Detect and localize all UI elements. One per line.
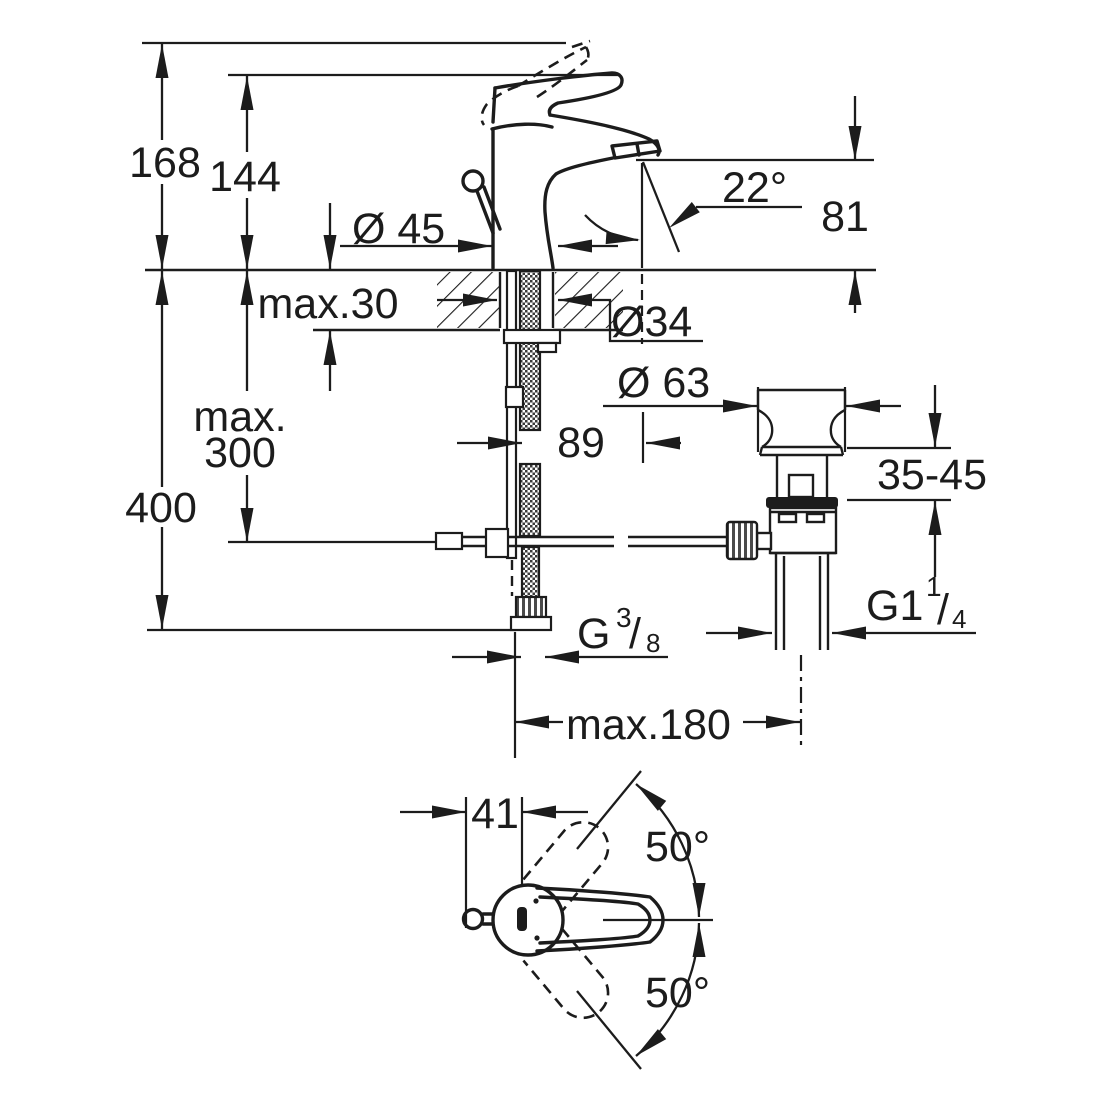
faucet-side-view [461, 39, 662, 270]
handle-swivel-up-phantom [522, 820, 610, 913]
swivel-down-extension [576, 990, 642, 1070]
dim-label-89: 89 [557, 419, 605, 467]
dim-label-max30: max.30 [257, 280, 398, 328]
dim-label-g114: G1 1 / 4 [866, 571, 966, 634]
popup-knob-top-view [461, 907, 485, 931]
g38-prefix: G [577, 610, 610, 658]
detail-dot-upper [533, 898, 539, 904]
dim-label-144: 144 [209, 153, 281, 201]
aerator [610, 139, 662, 160]
aerator-divider [635, 142, 641, 157]
dim-label-d63: Ø 63 [617, 359, 710, 407]
supply-hose [520, 545, 541, 599]
waste-seal [766, 497, 838, 508]
popup-knob [461, 169, 485, 193]
waste-body [725, 506, 838, 650]
rod-clamp [504, 385, 525, 409]
dim-label-d34: Ø34 [611, 298, 692, 346]
detail-dot-lower [534, 935, 540, 941]
dim-label-35-45: 35-45 [877, 451, 987, 499]
body-circle [491, 883, 565, 957]
g114-slash: / [937, 586, 949, 634]
dim-label-168: 168 [129, 139, 201, 187]
dim-label-400: 400 [125, 484, 197, 532]
swivel-up-extension [576, 770, 642, 850]
linkage-clevis [484, 527, 510, 559]
faucet-body-outline [461, 71, 662, 270]
dim-label-g38: G 3 / 8 [577, 602, 660, 658]
waste-assembly [725, 388, 847, 650]
popup-rod-upper-a [475, 189, 495, 235]
body-top [490, 122, 554, 131]
horizontal-linkage [434, 527, 727, 559]
dim-label-max: max. [193, 393, 286, 441]
ball-rod-nut [725, 520, 759, 561]
g38-numerator: 3 [616, 602, 632, 633]
g38-slash: / [629, 610, 641, 658]
dimension-labels: 168 144 Ø 45 22° 81 max.30 Ø34 max. 300 … [125, 139, 987, 1017]
mounting-washer [502, 328, 562, 345]
dim-label-50deg-down: 50° [645, 969, 710, 1017]
handle-swivel-down-phantom [522, 927, 610, 1020]
dim-label-max180: max.180 [566, 701, 731, 749]
ball-rod-pin [755, 531, 773, 551]
handle-back-edge [491, 86, 497, 124]
mounting-nut-step [536, 341, 558, 354]
dim-label-300: 300 [204, 429, 276, 477]
dim-label-22deg: 22° [722, 164, 787, 212]
linkage-end-cap [434, 531, 464, 551]
dim-label-81: 81 [821, 193, 869, 241]
dim-label-d45: Ø 45 [352, 205, 445, 253]
g114-prefix: G1 [866, 582, 923, 630]
handle-pivot [517, 907, 527, 931]
threaded-shank-mid [518, 462, 542, 538]
extension-lines [142, 41, 951, 758]
dim-label-50deg-up: 50° [645, 823, 710, 871]
g114-numerator: 1 [926, 571, 942, 602]
g38-nut [509, 615, 553, 632]
water-stream-line [641, 161, 681, 253]
under-counter-assembly [434, 269, 727, 632]
dim-label-41: 41 [471, 790, 519, 838]
popup-pull-rod [505, 269, 518, 560]
g38-denominator: 8 [646, 628, 660, 658]
spout-underside [543, 156, 615, 270]
g38-fitting [514, 595, 548, 619]
waste-plug-cap [756, 388, 847, 457]
popup-rod-upper-b [482, 185, 502, 231]
waste-neck [775, 455, 829, 499]
g114-denominator: 4 [952, 604, 966, 634]
handle-lever [493, 71, 624, 117]
